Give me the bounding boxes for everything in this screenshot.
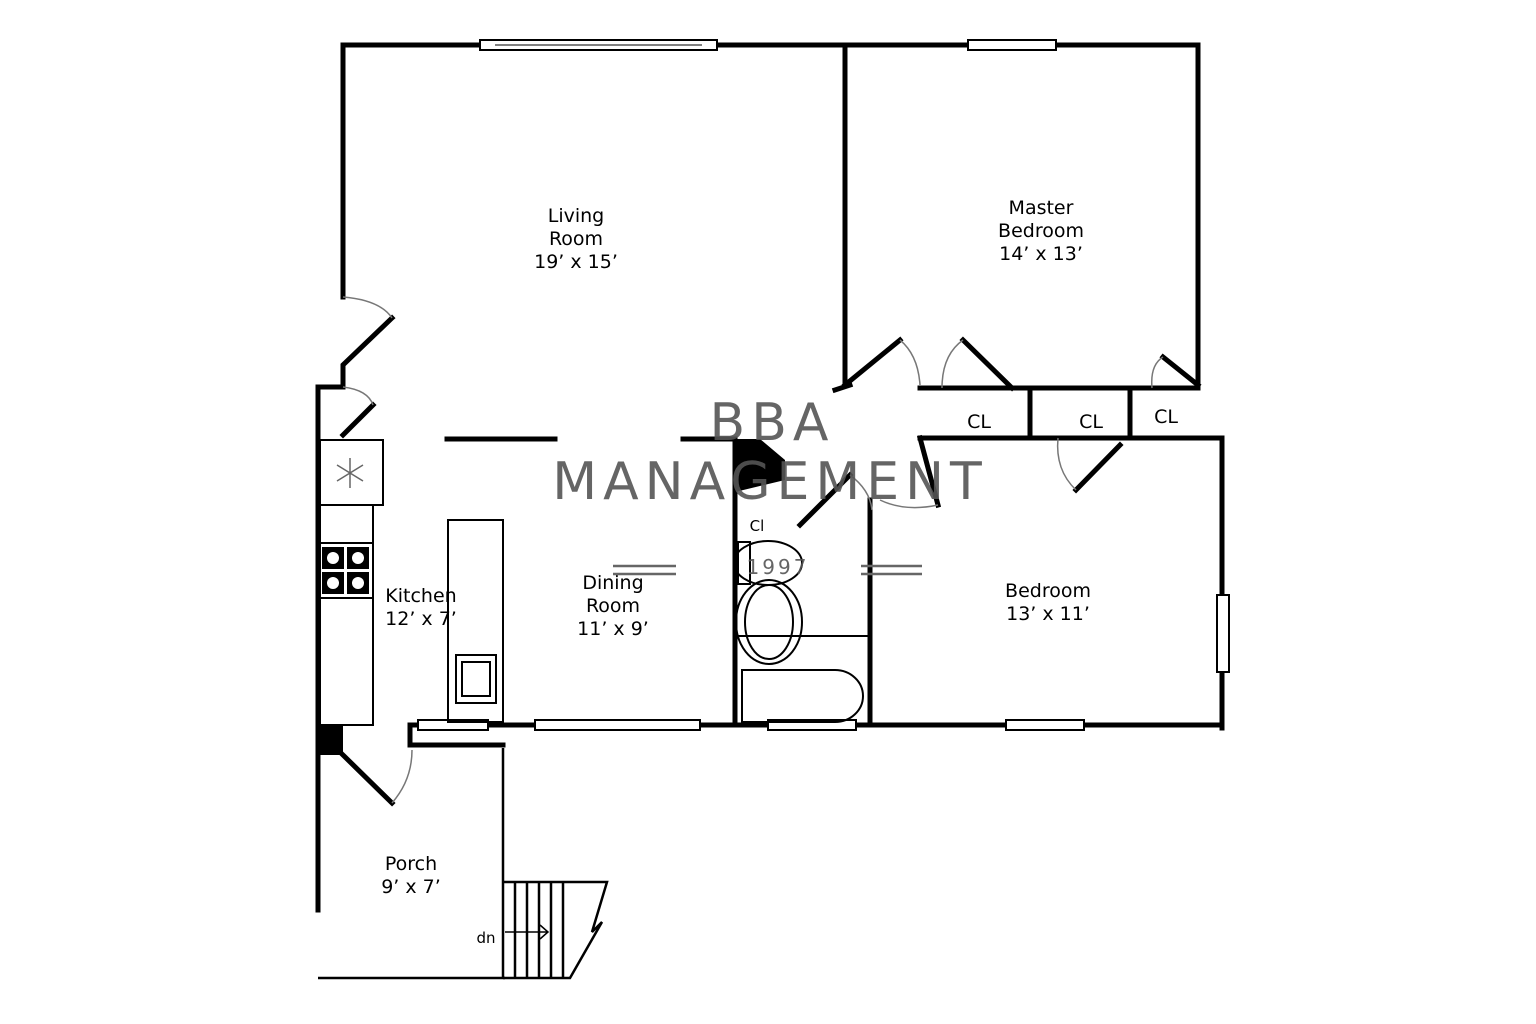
sink <box>455 654 497 704</box>
room-name: Room <box>585 595 641 617</box>
room-name: Master <box>1008 197 1074 219</box>
room-name: Porch <box>384 853 438 875</box>
room-size: 11’ x 9’ <box>577 618 649 640</box>
room-name: Bedroom <box>1005 580 1091 602</box>
watermark-title: BBA <box>709 393 835 453</box>
room-size: 12’ x 7’ <box>385 608 457 630</box>
room-name: Bedroom <box>998 220 1084 242</box>
porch <box>318 748 609 980</box>
windows <box>417 39 1230 731</box>
bathtub <box>741 669 864 723</box>
room-name: Living <box>547 205 605 227</box>
kitchen-fixtures <box>319 439 504 726</box>
room-name: Kitchen <box>385 585 457 607</box>
watermark-subtitle: MANAGEMENT <box>552 452 988 512</box>
small-closet-label: Cl <box>749 517 765 535</box>
room-size: 9’ x 7’ <box>381 876 441 898</box>
chimney-block <box>735 439 785 492</box>
watermark-year: 1997 <box>746 555 810 579</box>
room-size: 13’ x 11’ <box>1006 603 1090 625</box>
stairs-label: dn <box>476 929 496 947</box>
counter <box>447 519 504 723</box>
room-size: 19’ x 15’ <box>534 251 618 273</box>
closet-label: CL <box>1154 406 1178 428</box>
door-arcs <box>342 296 1164 804</box>
closet-label: CL <box>1079 411 1103 433</box>
room-name: Room <box>548 228 604 250</box>
bath-fixtures <box>733 540 870 723</box>
room-size: 14’ x 13’ <box>999 243 1083 265</box>
closet-label: CL <box>967 411 991 433</box>
bath-sink <box>735 579 803 665</box>
column-block <box>318 725 343 755</box>
room-name: Dining <box>582 572 644 594</box>
snowflake-icon <box>336 458 364 488</box>
stove <box>319 542 374 599</box>
